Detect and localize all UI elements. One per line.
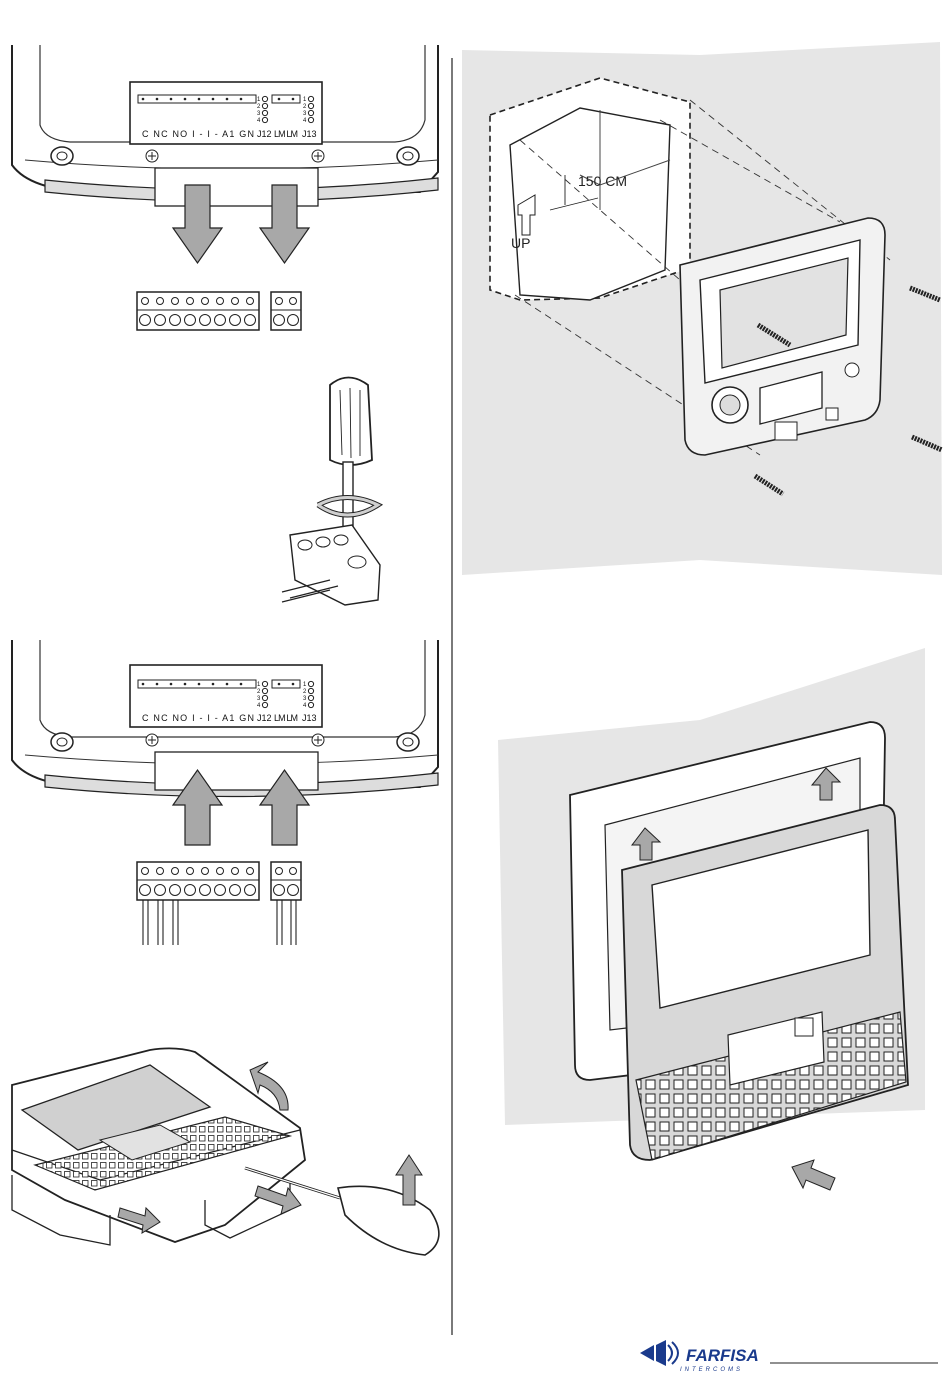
terminal-block-main [137,862,259,900]
terminal-block-lm [271,292,301,330]
terminal-block-main [137,292,259,330]
wires [143,900,296,945]
connector-j12-label: J12 [257,713,272,723]
terminal-labels-main: C NC NO I - I - A1 GN [142,713,254,723]
brand-subtitle: INTERCOMS [680,1367,743,1373]
terminal-labels-main: C NC NO I - I - A1 GN [142,129,254,139]
push-arrow-icon [255,1186,301,1214]
brand-name: FARFISA [686,1346,759,1365]
farfisa-logo: FARFISA INTERCOMS [640,1340,938,1373]
terminal-labels-lm: LM LM [274,129,298,139]
panel-front-cover [498,648,925,1190]
panel-open-unit [12,1048,439,1255]
connector-j12-label: J12 [257,129,272,139]
panel-insert-terminals: 1 2 3 4 1 2 3 4 C NC NO I - I - A1 GN J1… [12,640,438,945]
connector-j13-label: J13 [302,713,317,723]
terminal-labels-lm: LM LM [274,713,298,723]
panel-remove-terminals: 1 2 3 4 1 2 3 4 C NC NO I - I - A1 GN J1… [12,45,438,330]
panel-wallbox-mount: 150 CM UP [462,42,942,575]
connector-j13-label: J13 [302,129,317,139]
terminal-block-lm [271,862,301,900]
push-arrow-icon [792,1160,835,1190]
screwdriver-illustration [282,378,380,606]
mounting-height-label: 150 CM [578,173,627,189]
up-label: UP [511,235,530,251]
